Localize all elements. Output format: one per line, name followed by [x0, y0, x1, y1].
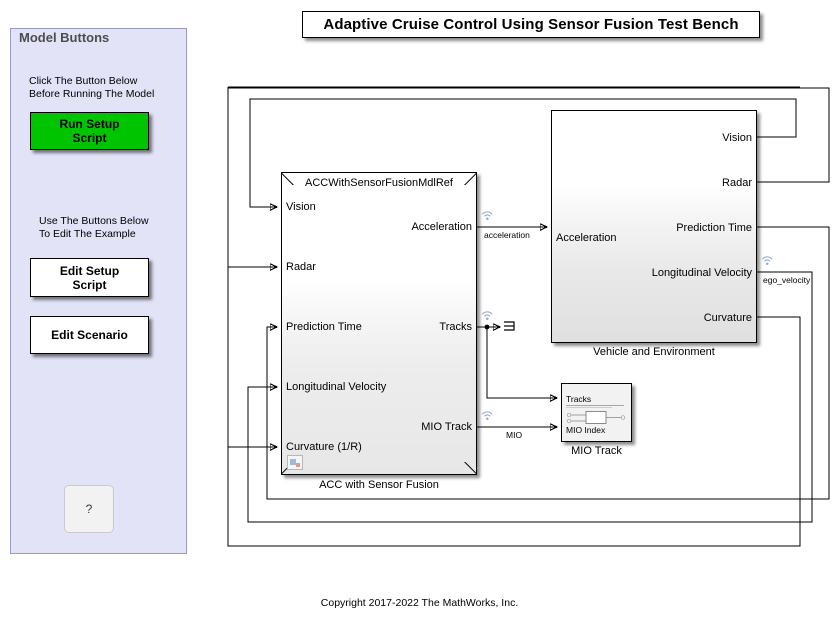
- acc-inport-prediction-time: Prediction Time: [286, 321, 362, 333]
- page-title: Adaptive Cruise Control Using Sensor Fus…: [323, 16, 739, 33]
- signal-label-acceleration: acceleration: [484, 230, 530, 240]
- signal-label-ego-velocity: ego_velocity: [763, 275, 811, 285]
- acc-block-caption: ACC with Sensor Fusion: [319, 479, 439, 491]
- acc-inport-vision: Vision: [286, 201, 316, 213]
- mio-track-scope-block[interactable]: Tracks MIO Index: [561, 383, 632, 442]
- model-reference-badge-icon: [287, 455, 303, 470]
- signal-label-mio: MIO: [506, 430, 523, 440]
- panel-heading: Model Buttons: [19, 30, 110, 45]
- acc-with-sensor-fusion-block[interactable]: ACCWithSensorFusionMdlRef Vision Radar P…: [281, 172, 477, 475]
- copyright-text: Copyright 2017-2022 The MathWorks, Inc.: [320, 597, 519, 609]
- wire-radar: [228, 87, 830, 183]
- vehicle-outport-radar: Radar: [722, 177, 752, 189]
- acc-inport-curvature: Curvature (1/R): [286, 441, 362, 453]
- mio-inport-tracks: Tracks: [566, 394, 592, 404]
- signal-logging-icon: [481, 410, 494, 421]
- wire-tracks-branch: [486, 327, 557, 398]
- vehicle-outport-vision: Vision: [722, 132, 752, 144]
- acc-outport-mio-track: MIO Track: [421, 421, 472, 433]
- acc-inport-longitudinal-velocity: Longitudinal Velocity: [286, 381, 387, 393]
- signal-logging-icon: [481, 310, 494, 321]
- acc-outport-tracks: Tracks: [439, 321, 472, 333]
- edit-scenario-button[interactable]: Edit Scenario: [30, 316, 149, 354]
- mdlref-model-name: ACCWithSensorFusionMdlRef: [305, 177, 453, 189]
- vehicle-block-caption: Vehicle and Environment: [593, 346, 715, 358]
- vehicle-and-environment-block[interactable]: Acceleration Vision Radar Prediction Tim…: [551, 110, 757, 343]
- terminator-block[interactable]: [503, 319, 516, 331]
- vehicle-outport-longitudinal-velocity: Longitudinal Velocity: [651, 267, 752, 279]
- edit-setup-script-button[interactable]: Edit Setup Script: [30, 258, 149, 297]
- mio-inport-mio-index: MIO Index: [566, 425, 606, 435]
- signal-logging-icon: [761, 255, 774, 266]
- wire-curvature-outer: [227, 87, 801, 547]
- panel-note-top: Click The Button Below Before Running Th…: [29, 75, 155, 100]
- wire-prediction-time: [266, 226, 830, 500]
- signal-logging-icon: [481, 210, 494, 221]
- wire-vision: [249, 98, 797, 207]
- vehicle-inport-acceleration: Acceleration: [556, 232, 617, 244]
- mio-block-caption: MIO Track: [571, 445, 622, 457]
- vehicle-outport-curvature: Curvature: [703, 312, 752, 324]
- wire-junction-dot: [484, 324, 490, 330]
- help-button[interactable]: ?: [64, 485, 114, 533]
- acc-inport-radar: Radar: [286, 261, 316, 273]
- wire-ego-velocity: [247, 271, 813, 523]
- mdlref-corner-icon: [464, 462, 476, 474]
- scope-mask-graphic: [566, 404, 628, 426]
- acc-outport-acceleration: Acceleration: [411, 221, 472, 233]
- run-setup-script-button[interactable]: Run Setup Script: [30, 112, 149, 150]
- panel-note-bottom: Use The Buttons Below To Edit The Exampl…: [39, 215, 149, 240]
- vehicle-outport-prediction-time: Prediction Time: [676, 222, 752, 234]
- model-title-banner: Adaptive Cruise Control Using Sensor Fus…: [302, 11, 760, 38]
